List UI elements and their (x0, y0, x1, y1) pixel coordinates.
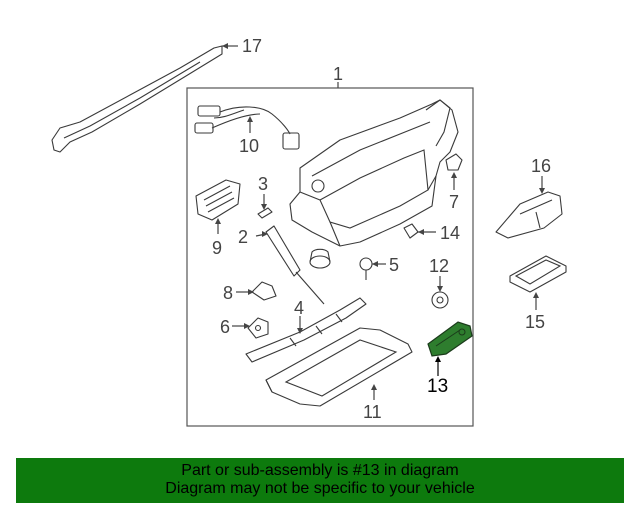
callout-3: 3 (258, 174, 268, 194)
callout-15: 15 (525, 312, 545, 332)
part-15-module (509, 255, 567, 293)
callout-14: 14 (440, 223, 460, 243)
callout-8: 8 (223, 283, 233, 303)
part-8-latch-clip (251, 281, 277, 301)
part-3-bracket (257, 207, 273, 219)
callout-7: 7 (449, 192, 459, 212)
callout-11: 11 (363, 402, 382, 422)
assembly-frame (186, 87, 474, 427)
banner-line-disclaimer: Diagram may not be specific to your vehi… (165, 480, 475, 497)
part-14-bumper (403, 223, 419, 239)
part-13-latch-highlighted (427, 321, 473, 357)
callout-4: 4 (294, 298, 304, 318)
callout-6: 6 (220, 317, 230, 337)
part-9-vent (195, 179, 241, 221)
part-5-screw (359, 257, 373, 280)
part-2-damper (265, 225, 325, 305)
part-16-cover (495, 191, 563, 239)
callout-5: 5 (389, 255, 399, 275)
banner-line-part-info: Part or sub-assembly is #13 in diagram (181, 462, 459, 479)
part-11-glove-box-door (265, 327, 413, 407)
callout-9: 9 (212, 238, 222, 258)
part-1-glove-box-housing (289, 99, 459, 247)
part-cylinder (309, 248, 331, 269)
highlight-info-banner: Part or sub-assembly is #13 in diagram D… (16, 458, 624, 503)
callout-13: 13 (427, 376, 448, 397)
part-10-wiring-harness (194, 105, 300, 150)
part-17-trim-strip (51, 45, 223, 153)
parts-diagram: 1 2 3 4 5 6 7 8 9 10 11 12 13 14 15 16 1… (51, 36, 567, 427)
callout-17: 17 (242, 36, 262, 56)
part-4-hinge-strip (245, 297, 367, 363)
callout-2: 2 (238, 227, 248, 247)
callout-1: 1 (333, 64, 343, 84)
callout-10: 10 (239, 136, 259, 156)
part-7-clip (445, 153, 463, 171)
part-6-hinge-bracket (247, 317, 269, 339)
part-12-knob (431, 291, 449, 309)
callout-16: 16 (531, 156, 551, 176)
callout-12: 12 (429, 256, 449, 276)
